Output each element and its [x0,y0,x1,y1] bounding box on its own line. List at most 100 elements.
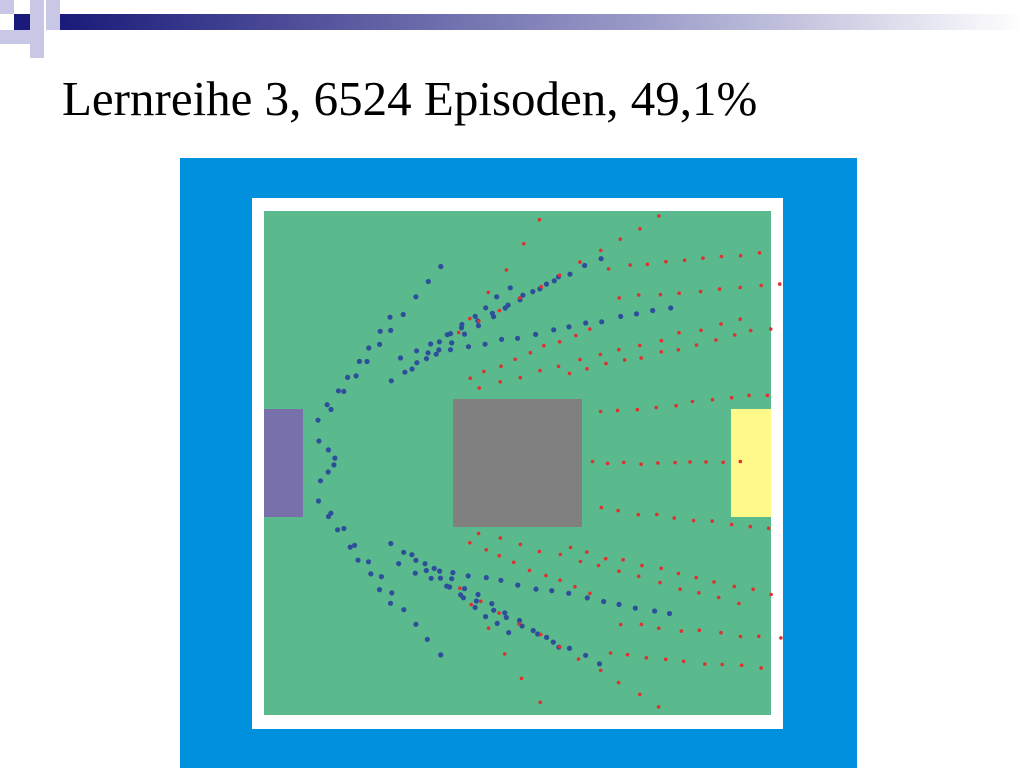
trajectory-dot [690,399,695,404]
trajectory-dot [377,341,383,347]
trajectory-dot [498,577,504,583]
trajectory-dot [716,595,721,600]
trajectory-dot [699,328,703,333]
trajectory-dot [656,705,661,709]
trajectory-dot [694,575,698,580]
trajectory-dot [657,626,661,630]
trajectory-dot [590,459,595,464]
trajectory-dot [655,512,659,517]
trajectory-dot [497,553,502,558]
trajectory-dot [409,552,415,558]
trajectory-dot [625,652,630,657]
trajectory-dot [568,545,573,550]
trajectory-dot [551,327,557,333]
trajectory-dot [617,296,621,300]
trajectory-dot [604,361,608,366]
trajectory-dot [638,692,642,697]
trajectory-dot [331,462,337,468]
trajectory-dot [387,600,394,606]
trajectory-dot [423,356,430,362]
trajectory-dot [502,652,507,656]
trajectory-dot [615,408,620,413]
trajectory-dot [583,652,589,658]
trajectory-dot [438,652,444,658]
trajectory-dot [412,570,418,576]
trajectory-dot [533,331,539,337]
trajectory-dot [519,623,525,629]
trajectory-dot [719,254,724,259]
slide-corner-squares-icon [0,0,1024,58]
trajectory-dot [449,340,455,346]
trajectory-dot [494,294,500,300]
trajectory-dot [468,376,473,380]
trajectory-dot [377,328,383,334]
trajectory-dot [732,584,737,589]
trajectory-dot [457,330,461,335]
trajectory-dot [433,351,439,357]
trajectory-dot [566,645,573,651]
trajectory-dot [437,568,443,574]
trajectory-dot [486,626,491,630]
trajectory-dot [551,278,557,284]
trajectory-dot [556,364,561,369]
trajectory-dot [679,629,684,633]
trajectory-dot [738,317,742,321]
trajectory-dots [315,214,783,709]
trajectory-dot [497,611,501,615]
trajectory-dot [520,292,526,298]
trajectory-dot [479,599,483,604]
trajectory-dot [401,549,407,555]
trajectory-dot [516,617,523,624]
trajectory-dot [364,358,370,365]
trajectory-dot [539,284,543,289]
trajectory-dot [518,296,522,300]
trajectory-dot [558,578,562,582]
trajectory-dot [517,622,521,626]
trajectory-dot [633,311,640,317]
trajectory-dot [345,374,351,380]
trajectory-dot [765,393,770,398]
trajectory-dot [341,525,347,532]
trajectory-dot [328,510,334,516]
trajectory-dot [538,700,542,705]
trajectory-dot [413,621,419,627]
trajectory-dot [596,661,603,667]
trajectory-dot [622,358,627,362]
trajectory-dot [475,323,482,329]
trajectory-dot [335,388,341,394]
trajectory-dot [472,313,478,319]
trajectory-dot [766,526,771,531]
trajectory-dot [644,656,649,660]
trajectory-dot [576,657,581,661]
trajectory-dot [757,251,762,255]
trajectory-dot [468,316,472,321]
trajectory-dot [566,590,572,596]
trajectory-dot [608,651,613,655]
trajectory-dot [616,680,621,685]
trajectory-dot [504,268,509,272]
trajectory-dot [703,662,707,666]
trajectory-dot [759,666,763,670]
trajectory-dot [535,631,541,637]
trajectory-dot [737,601,741,606]
trajectory-dot [639,622,644,627]
trajectory-dot [777,282,782,286]
trajectory-dot [606,267,611,271]
trajectory-dot [468,541,472,545]
trajectory-dot [663,657,668,662]
trajectory-dot [458,586,462,590]
trajectory-dot [659,338,664,343]
trajectory-dot [573,584,577,589]
trajectory-dot [356,358,362,364]
trajectory-dot [475,591,481,598]
trajectory-dot [438,263,444,270]
central-obstacle [453,399,582,527]
trajectory-dot [543,281,550,287]
trajectory-dot [458,325,465,331]
trajectory-dot [376,587,383,593]
trajectory-dot [465,344,472,350]
trajectory-dot [401,607,407,613]
trajectory-dot [400,311,406,318]
trajectory-dot [518,375,523,380]
trajectory-dot [659,566,663,571]
